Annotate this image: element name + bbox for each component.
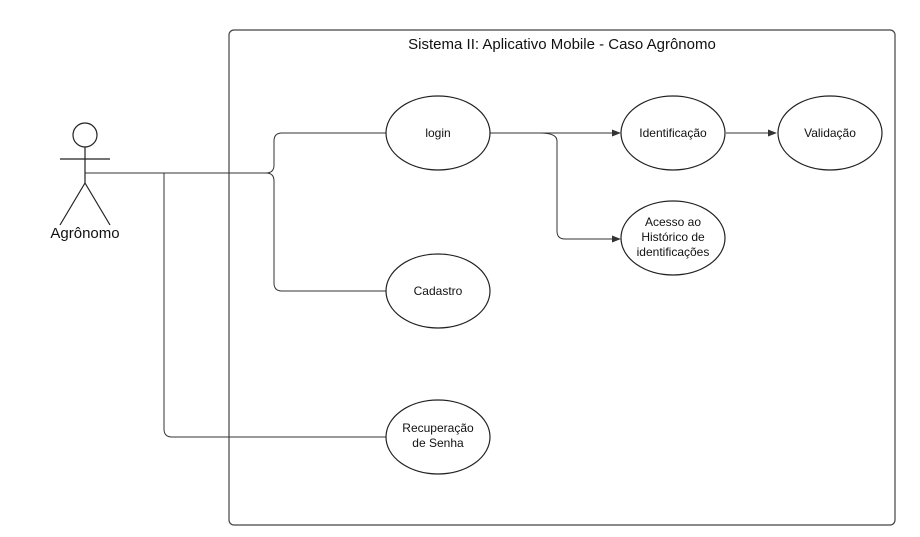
use-case-ellipse [620, 95, 726, 171]
use-case-label: de Senha [412, 436, 464, 450]
association-line [265, 172, 386, 292]
use-case-cadastro[interactable]: Cadastro [385, 253, 491, 329]
use-case-label: Identificação [639, 126, 707, 140]
use-case-ellipse [385, 95, 491, 171]
actor-agronomo[interactable]: Agrônomo [50, 122, 120, 242]
use-case-recuperacao[interactable]: Recuperação de Senha [385, 399, 491, 475]
association-line [163, 173, 386, 438]
use-case-label: Validação [804, 126, 856, 140]
arrow-login-historico [539, 132, 621, 243]
use-case-label: Cadastro [414, 284, 463, 298]
use-case-label: Recuperação [402, 421, 474, 435]
use-case-validacao[interactable]: Validação [777, 95, 883, 171]
use-case-identificacao[interactable]: Identificação [620, 95, 726, 171]
use-case-historico[interactable]: Acesso ao Histórico de identificações [620, 200, 726, 276]
actor-left-leg [59, 182, 86, 226]
use-case-label: identificações [637, 245, 710, 259]
actor-head [72, 122, 98, 148]
use-case-ellipse [777, 95, 883, 171]
use-case-login[interactable]: login [385, 95, 491, 171]
use-case-label: Acesso ao [645, 215, 701, 229]
system-title: Sistema II: Aplicativo Mobile - Caso Agr… [408, 36, 716, 53]
use-case-ellipse [620, 200, 726, 276]
actor-label: Agrônomo [50, 225, 119, 242]
use-case-label: login [425, 126, 450, 140]
system-boundary [228, 29, 896, 526]
use-case-ellipse [385, 399, 491, 475]
use-case-label: Histórico de [641, 230, 705, 244]
use-case-ellipse [385, 253, 491, 329]
actor-right-leg [84, 182, 111, 226]
association-line [85, 132, 386, 174]
